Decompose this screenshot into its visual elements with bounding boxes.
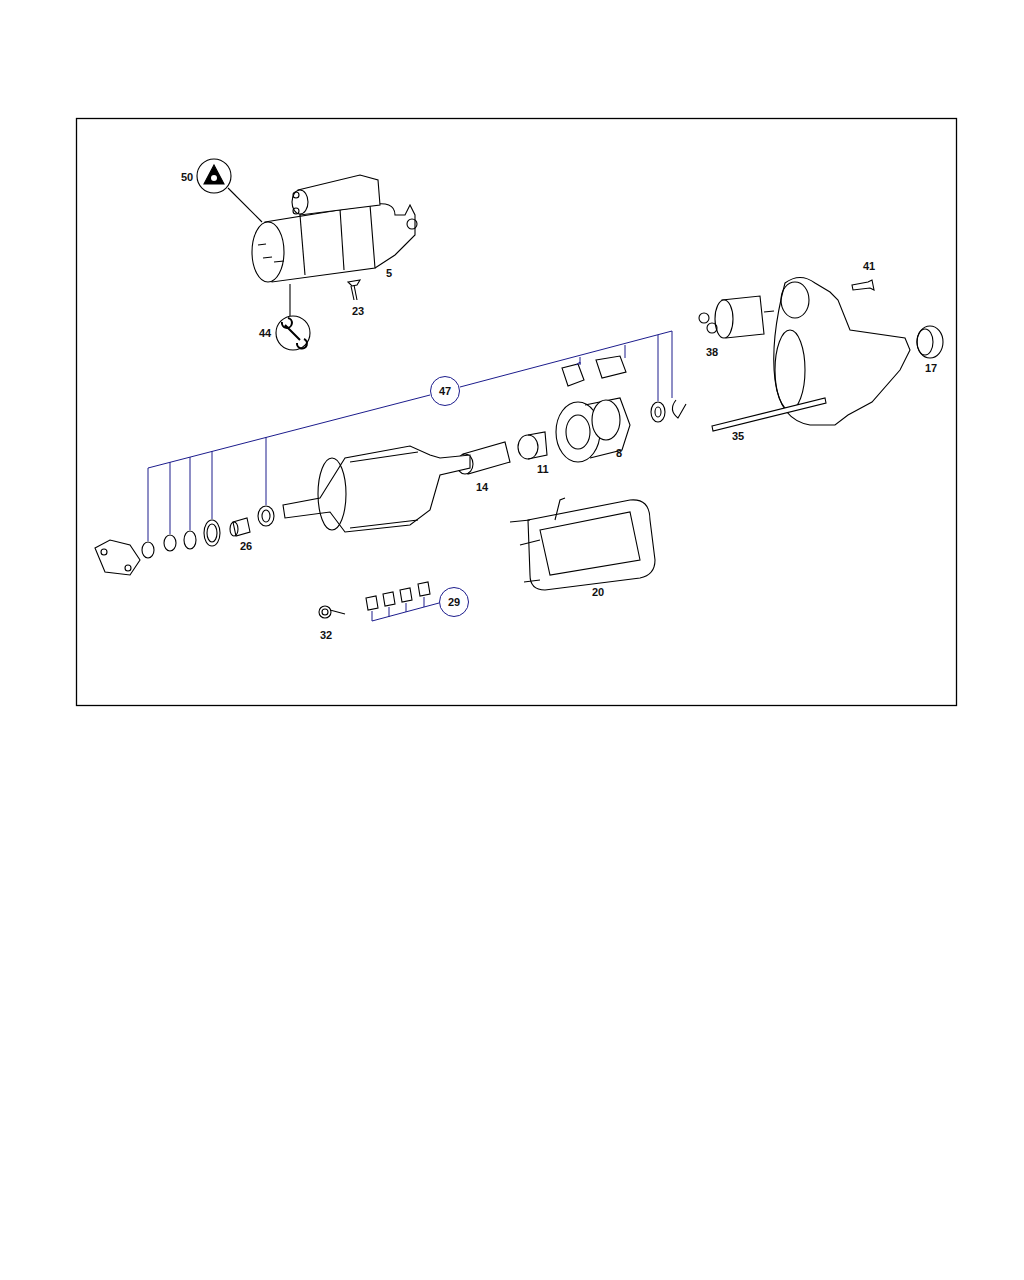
callout-number: 20	[592, 587, 604, 598]
callout-number: 29	[448, 596, 460, 608]
callout-number: 47	[439, 385, 451, 397]
callout-number: 50	[181, 172, 193, 183]
callout-number: 32	[320, 630, 332, 641]
callout-number: 23	[352, 306, 364, 317]
callout-number: 35	[732, 431, 744, 442]
callout-circle: 29	[439, 587, 469, 617]
callout-number: 41	[863, 261, 875, 272]
callout-number: 38	[706, 347, 718, 358]
callout-number: 26	[240, 541, 252, 552]
callout-number: 14	[476, 482, 488, 493]
callout-number: 5	[386, 268, 392, 279]
callout-number: 8	[616, 448, 622, 459]
callout-number: 17	[925, 363, 937, 374]
callout-number: 44	[259, 328, 271, 339]
callout-number: 11	[537, 464, 549, 475]
callout-circle: 47	[430, 376, 460, 406]
